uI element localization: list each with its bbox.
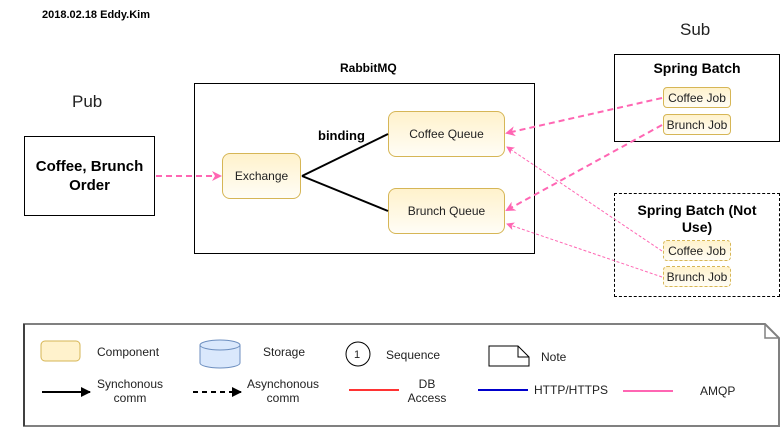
coffee-queue-label: Coffee Queue [409, 127, 484, 141]
legend-component-swatch [40, 340, 81, 362]
legend-sequence-label: Sequence [386, 348, 441, 362]
exchange-node[interactable]: Exchange [222, 153, 301, 199]
unused-brunch-job-label: Brunch Job [666, 269, 728, 284]
brunch-job-node[interactable]: Brunch Job [663, 114, 731, 135]
pub-zone-label: Pub [72, 92, 103, 111]
exchange-label: Exchange [234, 169, 289, 183]
legend-storage-label: Storage [263, 345, 306, 359]
spring-batch-unused-title: Spring Batch (Not Use) [637, 202, 757, 235]
publisher-label: Coffee, Brunch Order [35, 158, 144, 194]
unused-brunch-job-node[interactable]: Brunch Job [663, 266, 731, 287]
author-stamp: 2018.02.18 Eddy.Kim [42, 9, 151, 21]
binding-label: binding [318, 128, 365, 143]
spring-batch-title: Spring Batch [653, 60, 741, 76]
sub-zone-label: Sub [680, 20, 711, 39]
publisher-box[interactable]: Coffee, Brunch Order [24, 136, 155, 216]
legend-note-fold [764, 324, 779, 339]
legend-sync-label: Synchonous comm [96, 377, 164, 405]
legend-component-label: Component [97, 345, 160, 359]
legend-async-label: Asynchonous comm [246, 377, 320, 405]
legend-note-icon [488, 345, 530, 367]
unused-coffee-job-node[interactable]: Coffee Job [663, 240, 731, 261]
coffee-job-label: Coffee Job [668, 90, 726, 105]
legend-db-label: DB Access [407, 377, 447, 405]
legend-storage-icon [199, 339, 241, 369]
legend-http-label: HTTP/HTTPS [534, 383, 608, 397]
legend-note-frame [23, 323, 780, 427]
legend-sequence-number: 1 [354, 349, 361, 361]
brunch-queue-label: Brunch Queue [407, 204, 486, 218]
brunch-queue-node[interactable]: Brunch Queue [388, 188, 505, 234]
coffee-queue-node[interactable]: Coffee Queue [388, 111, 505, 157]
legend-note-label: Note [541, 350, 567, 364]
legend-amqp-label: AMQP [700, 384, 736, 398]
brunch-job-label: Brunch Job [666, 117, 728, 132]
coffee-job-node[interactable]: Coffee Job [663, 87, 731, 108]
rabbitmq-label: RabbitMQ [340, 61, 397, 75]
unused-coffee-job-label: Coffee Job [668, 243, 726, 258]
